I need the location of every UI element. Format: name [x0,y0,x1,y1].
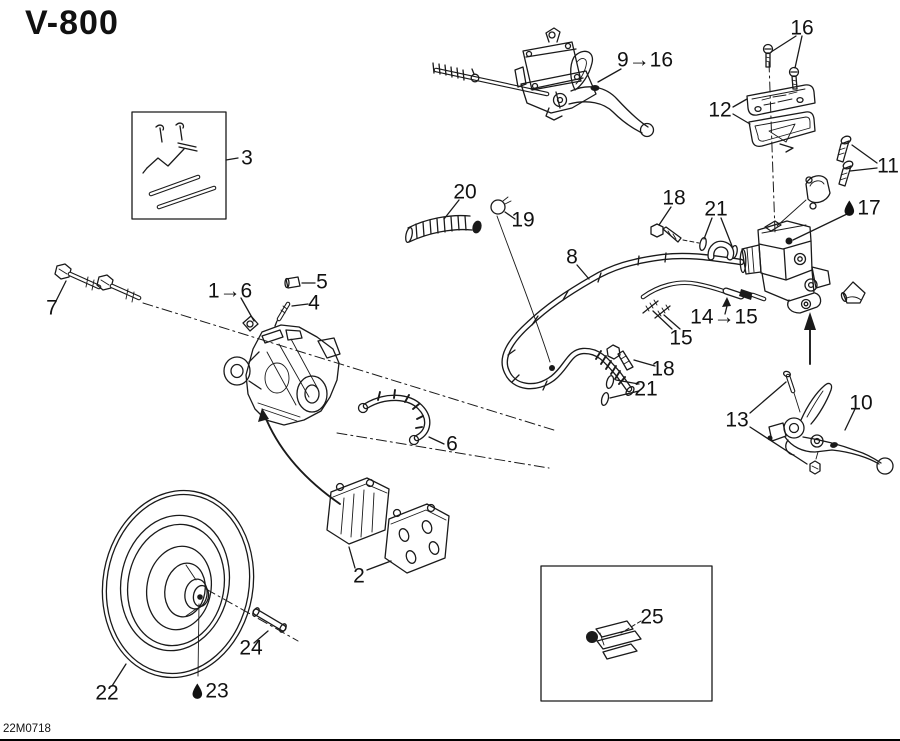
callout-25: 25 [640,607,663,628]
callout-15: 15 [669,328,692,349]
callout-21-upper: 21 [704,199,727,220]
callout-number: 21 [634,377,658,401]
callout-number: 18 [662,186,686,210]
callout-2: 2 [353,566,365,587]
callout-7: 7 [46,298,58,319]
callout-9-16: 9→16 [617,50,673,71]
callout-number: 17 [857,196,881,220]
callout-10: 10 [849,393,872,414]
callout-11: 11 [877,156,899,177]
callout-number: 2 [353,564,365,588]
callout-number: 15 [669,326,693,350]
document-code: 22M0718 [3,723,51,735]
protective-sleeve-and-clamp [405,196,516,244]
callout-number: 9→16 [616,48,674,72]
callout-4: 4 [308,293,320,314]
callout-22: 22 [95,683,118,704]
caliper-hose [357,389,445,446]
callout-18-upper: 18 [662,188,685,209]
page-title: V-800 [25,4,119,42]
banjo-bolt-and-washers-lower [600,344,656,406]
callout-5: 5 [316,272,328,293]
callout-number: 19 [511,208,535,232]
callout-3: 3 [241,148,253,169]
callout-13: 13 [725,410,748,431]
callout-16: 16 [790,18,813,39]
assembly-arrow [258,408,341,505]
callout-17: 17 [843,196,881,220]
callout-number: 21 [704,197,728,221]
master-cylinder-and-brake-hose [496,206,866,396]
brake-lever-lower [749,370,894,475]
callout-number: 22 [95,681,119,705]
callout-number: 8 [566,245,578,269]
brake-caliper [223,276,341,426]
caliper-mounting-bolts [54,263,558,469]
callout-number: 1→6 [207,279,253,303]
callout-number: 4 [308,291,320,315]
callout-20: 20 [453,182,476,203]
reservoir-cover-screws [762,35,803,90]
callout-number: 6 [446,432,458,456]
clamp-detail-box [540,565,713,702]
reservoir-cover-and-gasket [732,61,816,233]
oil-drop-icon [844,200,855,216]
callout-number: 3 [241,146,253,170]
callout-6: 6 [446,434,458,455]
callout-number: 13 [725,408,749,432]
callout-number: 7 [46,296,58,320]
callout-12: 12 [708,100,731,121]
callout-14-15: 14→15 [690,307,758,328]
callout-number: 16 [790,16,814,40]
callout-number: 20 [453,180,477,204]
brake-disc [101,489,299,687]
callout-19: 19 [511,210,534,231]
hardware-kit-box [131,111,239,220]
callout-24: 24 [239,638,262,659]
callout-number: 5 [316,270,328,294]
callout-18-lower: 18 [651,359,674,380]
callout-number: 11 [877,154,899,178]
callout-number: 24 [239,636,263,660]
callout-number: 14→15 [690,305,758,329]
callout-number: 12 [708,98,732,122]
page-bottom-rule [0,739,900,741]
callout-8: 8 [566,247,578,268]
callout-number: 23 [205,679,229,703]
callout-1-6: 1→6 [208,281,252,302]
brake-pads [326,477,450,574]
callout-number: 10 [849,391,873,415]
oil-drop-icon [192,683,203,699]
handlebar-clamp-and-screws [776,135,878,227]
brake-lever-master-cylinder-assembly [432,27,655,138]
callout-23: 23 [191,679,229,703]
callout-number: 25 [640,605,664,629]
callout-number: 18 [651,357,675,381]
brake-switch-cable [640,280,767,330]
callout-21-lower: 21 [634,379,657,400]
